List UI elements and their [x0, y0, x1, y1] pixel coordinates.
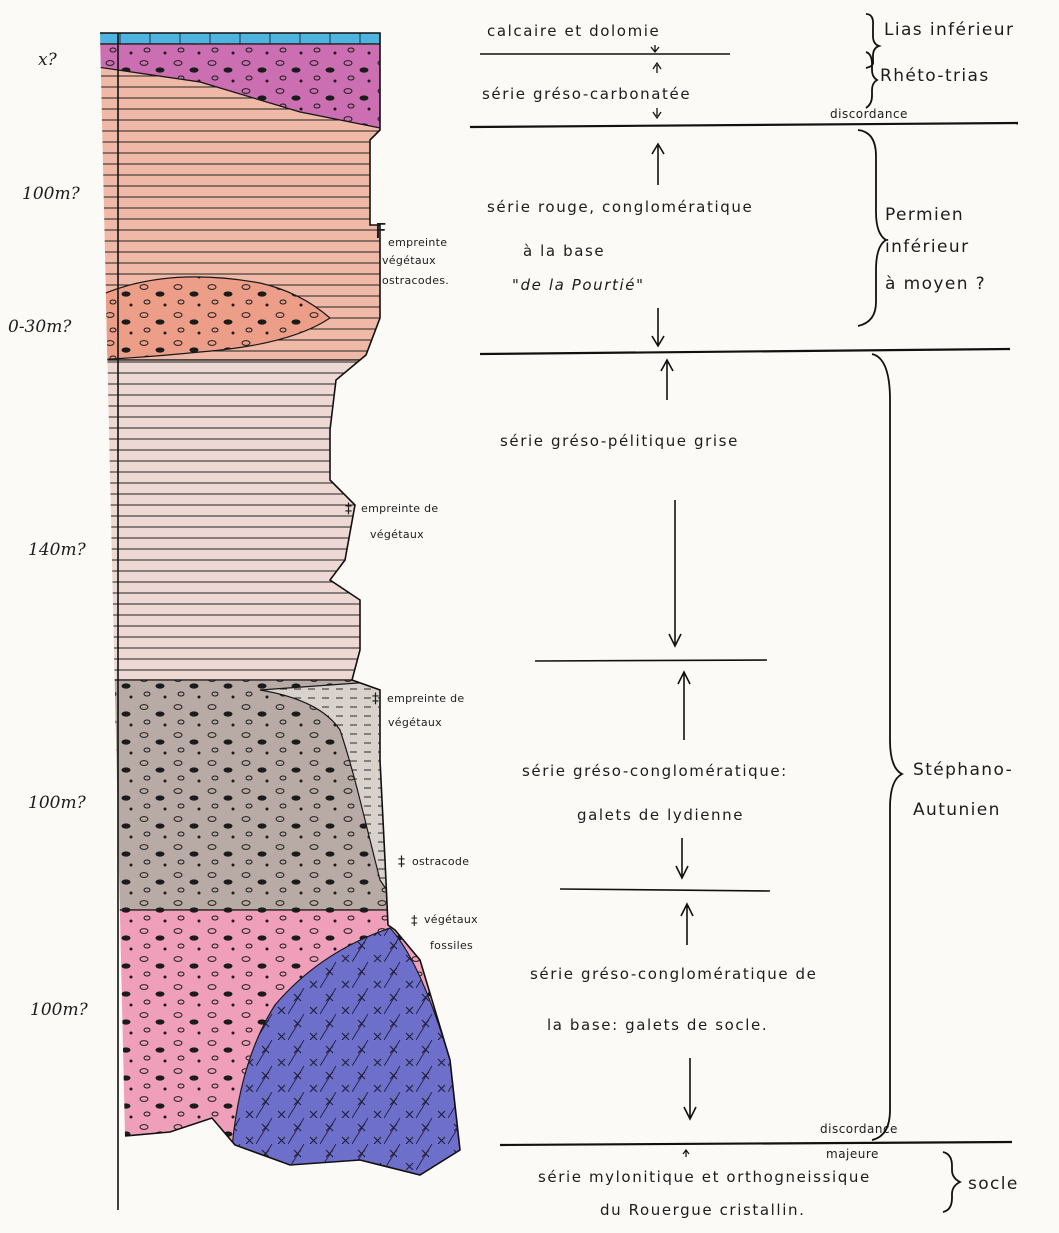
discordance-label: discordance — [830, 107, 908, 121]
thickness-label: 100m? — [22, 184, 81, 204]
arrow-down-icon — [684, 1058, 696, 1119]
stage-label: socle — [968, 1174, 1019, 1194]
annotation-text: végétaux — [424, 913, 478, 926]
thickness-label: 0-30m? — [8, 317, 72, 337]
arrow-down-icon — [653, 108, 661, 118]
annotation-text: ostracodes. — [382, 274, 449, 287]
series-descriptions: calcaire et dolomie série gréso-carbonat… — [470, 22, 1018, 1219]
lithology-column — [90, 30, 462, 1200]
stage-label: Rhéto-trias — [880, 66, 990, 86]
arrow-up-icon — [678, 672, 690, 740]
thickness-label: 140m? — [28, 540, 87, 560]
series-label: série gréso-conglomératique de — [530, 965, 817, 983]
fossil-marker-icon: F — [375, 219, 387, 243]
annotation-text: empreinte de — [361, 502, 438, 515]
stage-label: à moyen ? — [885, 274, 986, 294]
limestone-layer-texture — [90, 30, 390, 44]
stage-brackets — [858, 14, 960, 1212]
arrow-down-icon — [669, 500, 681, 646]
series-label: à la base — [523, 242, 605, 260]
series-label: calcaire et dolomie — [487, 22, 660, 40]
arrow-up-icon — [683, 1150, 689, 1157]
annotation-text: ostracode — [412, 855, 469, 868]
series-label: galets de lydienne — [577, 806, 744, 824]
series-label: "de la Pourtié" — [512, 276, 645, 294]
thickness-label: 100m? — [28, 793, 87, 813]
stage-label: Lias inférieur — [884, 20, 1014, 40]
arrow-up-icon — [661, 360, 673, 400]
annotation-text: empreinte — [388, 236, 447, 249]
series-label: série gréso-pélitique grise — [500, 432, 739, 450]
grey-pelitic-series-texture — [90, 360, 400, 680]
brace-icon — [866, 52, 877, 108]
thickness-labels: x? 100m? 0-30m? 140m? 100m? 100m? — [8, 50, 89, 1020]
stage-labels: Lias inférieur Rhéto-trias Permien infér… — [880, 20, 1019, 1194]
thickness-label: 100m? — [30, 1000, 89, 1020]
series-label: série gréso-conglomératique: — [522, 762, 788, 780]
stage-label: Stéphano- — [913, 760, 1013, 780]
thickness-label: x? — [38, 50, 58, 70]
series-label: du Rouergue cristallin. — [600, 1201, 805, 1219]
boundary-line — [535, 660, 767, 661]
unconformity-line — [500, 1142, 1012, 1145]
arrow-up-icon — [652, 144, 664, 185]
arrow-up-icon — [653, 63, 661, 73]
stage-label: Permien — [885, 205, 964, 225]
arrow-down-icon — [652, 308, 664, 346]
stage-label: inférieur — [885, 237, 969, 257]
stage-label: Autunien — [913, 800, 1001, 820]
annotation-text: végétaux — [382, 254, 436, 267]
annotation-text: empreinte de — [387, 692, 464, 705]
fossil-marker-icon: ‡ — [411, 914, 418, 929]
discordance-label: majeure — [826, 1147, 879, 1161]
boundary-line — [560, 889, 770, 891]
fossil-marker-icon: ‡ — [398, 854, 405, 870]
fossil-marker-icon: ‡ — [372, 691, 379, 707]
series-label: série mylonitique et orthogneissique — [538, 1168, 871, 1186]
annotation-text: fossiles — [430, 939, 473, 952]
series-label: la base: galets de socle. — [547, 1016, 768, 1034]
brace-icon — [858, 130, 886, 326]
unconformity-line — [470, 123, 1018, 127]
arrow-down-icon — [676, 838, 688, 878]
annotation-text: végétaux — [370, 528, 424, 541]
arrow-down-icon — [651, 45, 659, 52]
series-label: série gréso-carbonatée — [482, 85, 691, 103]
arrow-up-icon — [681, 904, 693, 945]
brace-icon — [872, 354, 902, 1140]
annotation-text: végétaux — [388, 716, 442, 729]
boundary-line — [480, 349, 1010, 354]
fossil-marker-icon: ‡ — [345, 501, 352, 517]
brace-icon — [943, 1152, 960, 1212]
series-label: série rouge, conglomératique — [487, 198, 753, 216]
